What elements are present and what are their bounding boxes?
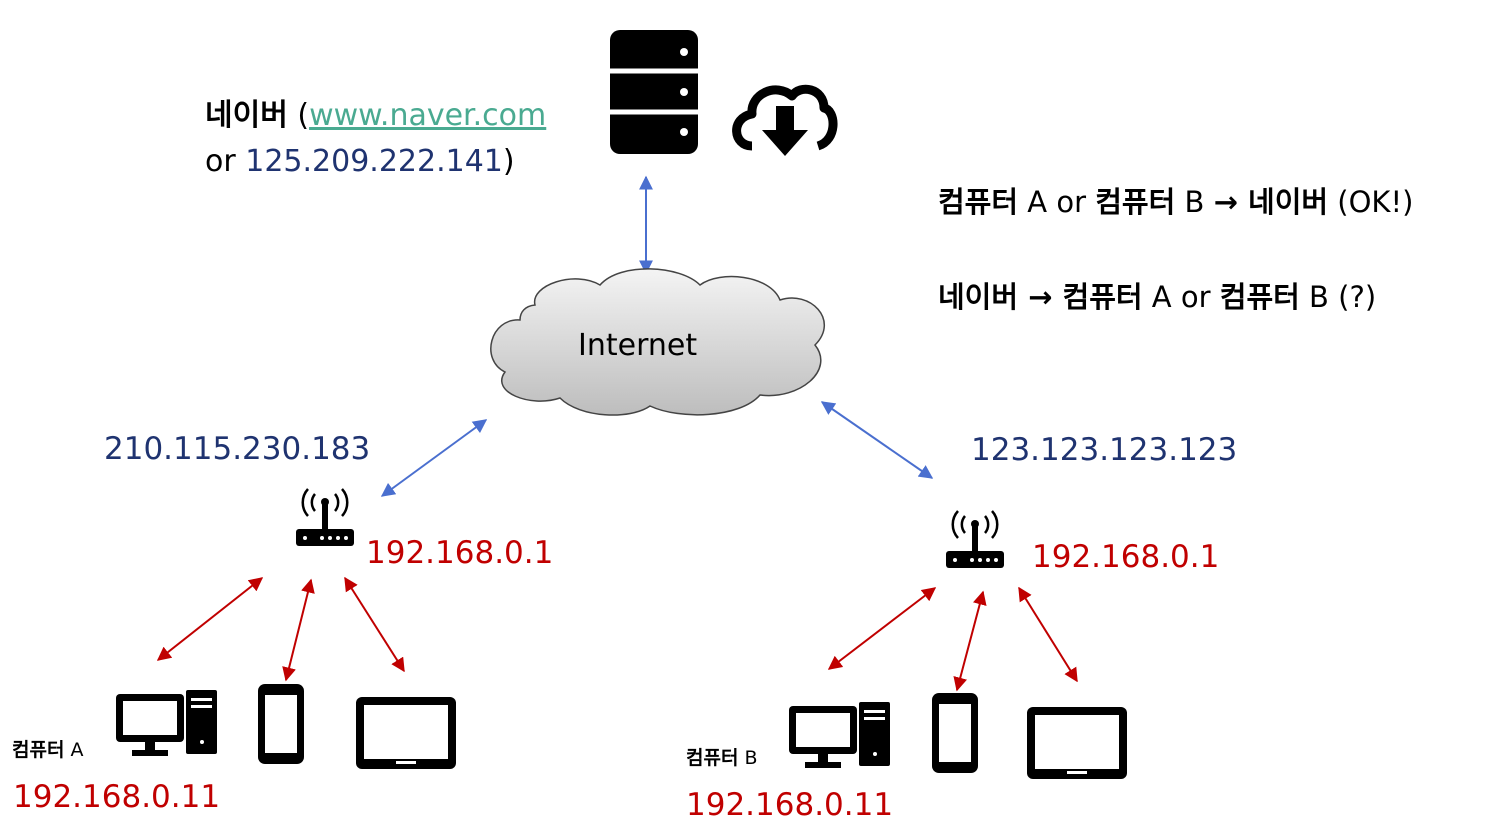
internet-router-a-link — [380, 419, 488, 497]
router-icon — [946, 510, 1004, 568]
statement-question-part: B (?) — [1299, 280, 1377, 314]
lan-b-desktop-link — [827, 587, 937, 670]
tablet-icon — [1027, 707, 1127, 779]
internet-cloud-icon — [490, 268, 826, 416]
server-domain-link[interactable]: www.naver.com — [309, 98, 547, 133]
arrow-icon: → — [1213, 185, 1238, 219]
arrow-icon: → — [1018, 280, 1063, 314]
internet-label: Internet — [578, 328, 698, 363]
server-ip: 125.209.222.141 — [245, 144, 503, 179]
computer-a-letter: A — [64, 739, 84, 761]
statement-question-part: 컴퓨터 — [1062, 280, 1143, 314]
server-close-paren: ) — [502, 144, 515, 179]
lan-a-phone-link — [282, 578, 315, 682]
statement-ok-part: 컴퓨터 — [1095, 185, 1176, 219]
server-open-paren: ( — [287, 98, 310, 133]
network-b-router-ip: 192.168.0.1 — [1032, 539, 1220, 575]
computer-a-name: 컴퓨터 — [12, 739, 65, 761]
desktop-computer-icon — [116, 690, 217, 756]
network-a-public-ip: 210.115.230.183 — [104, 431, 371, 467]
computer-a-ip: 192.168.0.11 — [13, 779, 221, 815]
network-b-public-ip: 123.123.123.123 — [971, 432, 1238, 468]
lan-a-tablet-link — [344, 576, 405, 673]
lan-b-phone-link — [953, 590, 987, 692]
server-label-line2: or 125.209.222.141) — [205, 147, 515, 177]
network-a-router-ip: 192.168.0.1 — [366, 535, 554, 571]
statement-ok-part: 네이버 — [1237, 185, 1329, 219]
desktop-computer-icon — [789, 702, 890, 768]
cloud-download-icon — [732, 84, 838, 156]
statement-question: 네이버 → 컴퓨터 A or 컴퓨터 B (?) — [938, 283, 1376, 312]
tablet-icon — [356, 697, 456, 769]
lan-b-tablet-link — [1018, 586, 1078, 683]
statement-ok-part: 컴퓨터 — [938, 185, 1019, 219]
lan-a-desktop-link — [156, 577, 264, 661]
server-name: 네이버 — [205, 98, 288, 133]
computer-a-label: 컴퓨터 A — [12, 741, 84, 760]
computer-b-label: 컴퓨터 B — [686, 749, 758, 768]
statement-question-part: A or — [1142, 280, 1220, 314]
internet-router-b-link — [820, 401, 934, 479]
server-or-label: or — [205, 144, 246, 179]
computer-b-letter: B — [738, 747, 758, 769]
smartphone-icon — [932, 693, 978, 773]
statement-ok-part: A or — [1018, 185, 1096, 219]
statement-question-part: 네이버 — [938, 280, 1019, 314]
statement-ok: 컴퓨터 A or 컴퓨터 B → 네이버 (OK!) — [938, 188, 1413, 217]
router-icon — [296, 488, 354, 546]
computer-b-name: 컴퓨터 — [686, 747, 739, 769]
statement-question-part: 컴퓨터 — [1219, 280, 1300, 314]
smartphone-icon — [258, 684, 304, 764]
statement-ok-part: B — [1175, 185, 1214, 219]
database-icon — [610, 30, 698, 154]
statement-ok-part: (OK!) — [1328, 185, 1414, 219]
server-label-line1: 네이버 (www.naver.com — [205, 101, 546, 131]
computer-b-ip: 192.168.0.11 — [686, 787, 894, 823]
